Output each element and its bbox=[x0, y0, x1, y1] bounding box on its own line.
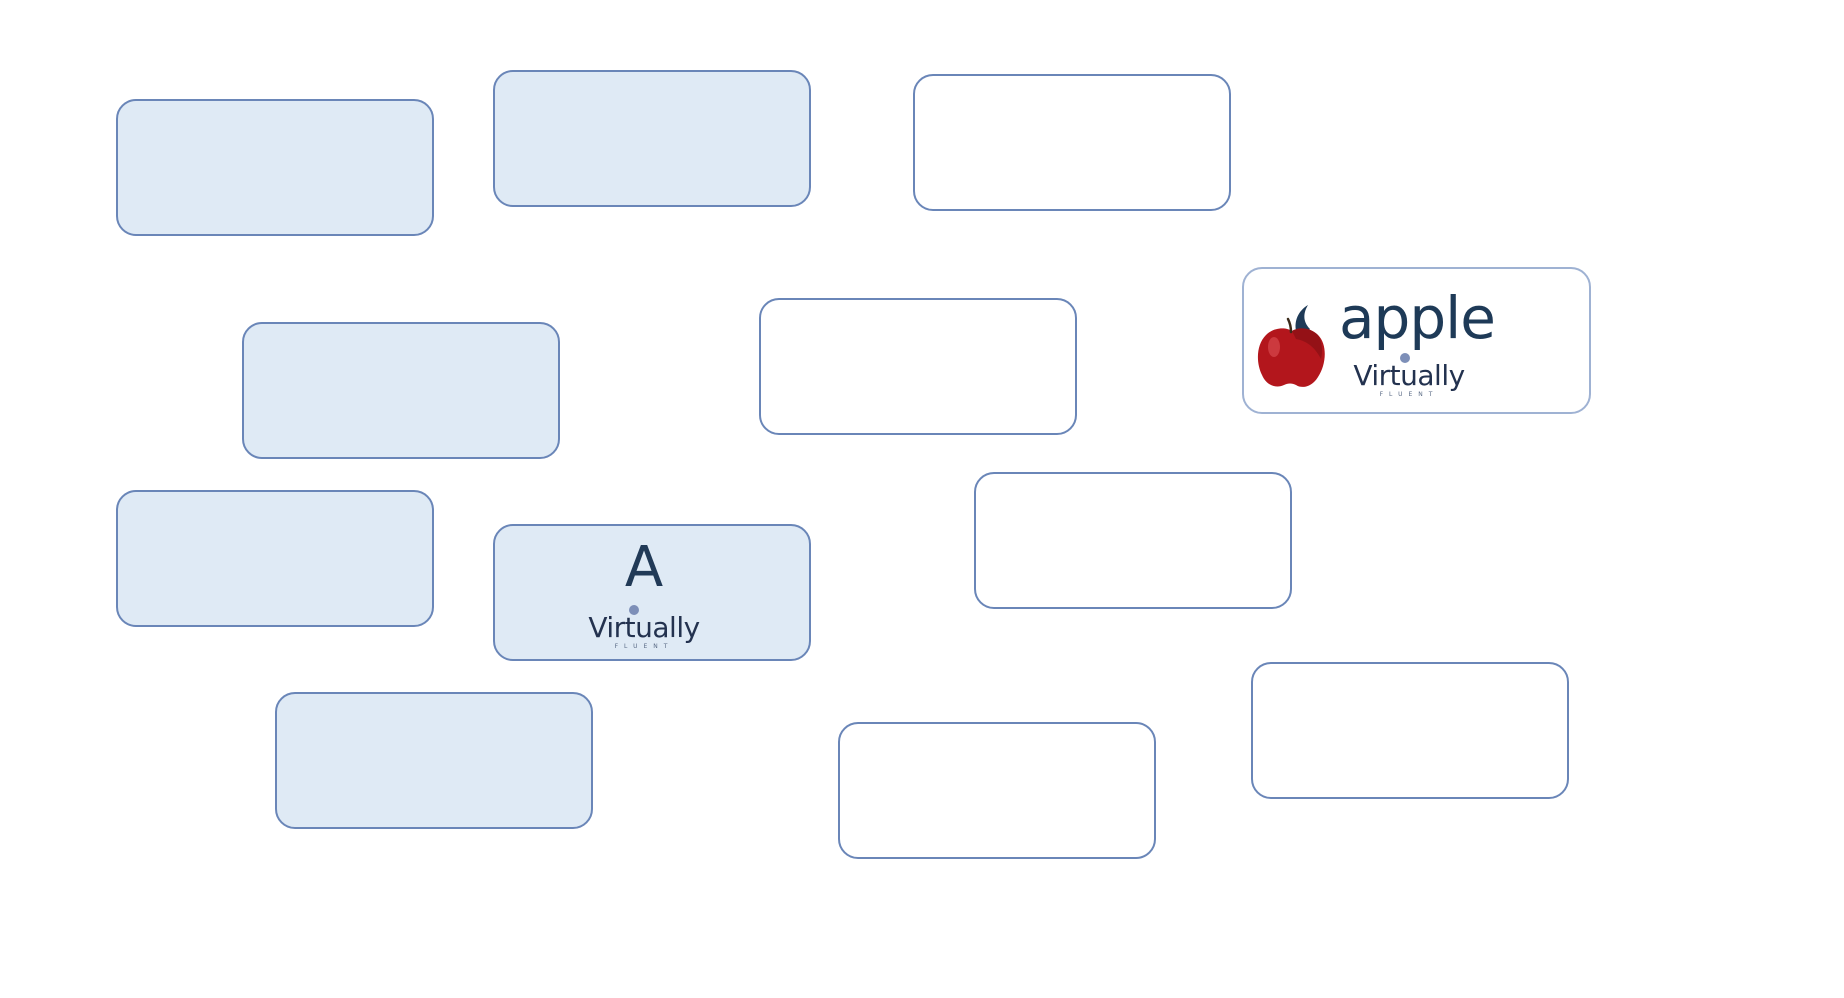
brand-dot-icon bbox=[1400, 353, 1410, 363]
brand-subtitle: FLUENT bbox=[614, 643, 674, 650]
blank-white-card[interactable] bbox=[838, 722, 1156, 859]
blank-blue-card[interactable] bbox=[242, 322, 560, 459]
blank-blue-card[interactable] bbox=[116, 490, 434, 627]
brand-name: Virtually bbox=[1353, 359, 1465, 392]
apple-icon bbox=[1252, 301, 1328, 393]
letter-card-a[interactable]: A Virtually FLUENT bbox=[493, 524, 811, 661]
brand-logo: Virtually FLUENT bbox=[495, 605, 801, 651]
blank-blue-card[interactable] bbox=[116, 99, 434, 236]
brand-name: Virtually bbox=[588, 611, 700, 644]
word-card-apple[interactable]: apple Virtually FLUENT bbox=[1242, 267, 1591, 414]
blank-white-card[interactable] bbox=[1251, 662, 1569, 799]
card-word: apple bbox=[1339, 284, 1496, 352]
card-letter: A bbox=[624, 535, 664, 600]
blank-white-card[interactable] bbox=[974, 472, 1292, 609]
blank-blue-card[interactable] bbox=[275, 692, 593, 829]
brand-logo: Virtually FLUENT bbox=[1334, 353, 1484, 399]
blank-white-card[interactable] bbox=[913, 74, 1231, 211]
brand-dot-icon bbox=[629, 605, 639, 615]
blank-white-card[interactable] bbox=[759, 298, 1077, 435]
brand-subtitle: FLUENT bbox=[1379, 391, 1439, 398]
blank-blue-card[interactable] bbox=[493, 70, 811, 207]
